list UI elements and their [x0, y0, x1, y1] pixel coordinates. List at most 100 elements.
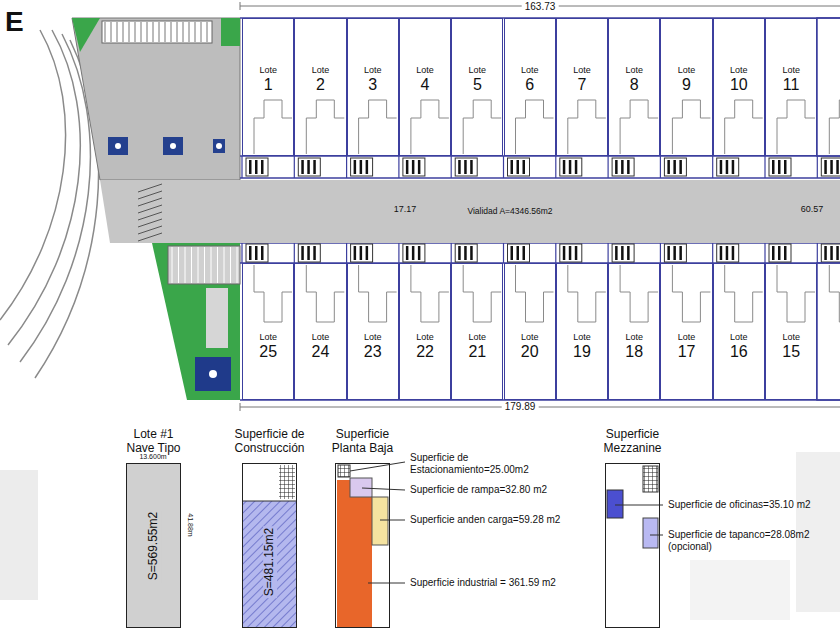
lot-word: Lote [364, 65, 382, 76]
area-value: S=481.15m2 [263, 526, 277, 598]
lot-line [503, 243, 504, 263]
road-band: Vialidad A=4346.56m2 [240, 180, 840, 243]
area-fill [126, 463, 181, 628]
lot-word: Lote [469, 65, 487, 76]
parking-row [102, 21, 212, 43]
building-outline [516, 100, 554, 154]
parking-stall [141, 22, 142, 42]
lot-word: Lote [782, 65, 800, 76]
loading-dock [246, 158, 268, 176]
building-outline [359, 265, 397, 322]
dock-door [569, 246, 572, 260]
dock-door [772, 246, 775, 260]
dock-door [511, 160, 514, 174]
parking-stall [105, 22, 106, 42]
lot-line [241, 156, 242, 178]
lot-word: Lote [469, 332, 487, 343]
leader-line [650, 535, 663, 536]
walkway [206, 288, 228, 348]
lot-number: 2 [316, 76, 325, 94]
lot-parcel: Lote25 [242, 263, 294, 400]
parking-stall [165, 22, 166, 42]
leader-line [368, 583, 405, 584]
lot-parcel: Lote2 [294, 18, 346, 156]
dock-door [772, 160, 775, 174]
lot-parcel-partial [817, 18, 840, 156]
building-outline [568, 100, 606, 154]
loading-dock [612, 158, 634, 176]
diagonal-parking [138, 212, 162, 220]
loading-dock [508, 158, 530, 176]
parking-stall [217, 247, 218, 283]
figure-heading: Lote #1 Nave Tipo [123, 428, 185, 456]
building-outline [516, 265, 554, 322]
green-area [221, 18, 240, 46]
lot-word: Lote [416, 332, 434, 343]
dock-door [406, 246, 409, 260]
dock-door [575, 160, 578, 174]
lot-word: Lote [364, 332, 382, 343]
figure-heading: Superficie Mezzanine [595, 428, 670, 456]
lot-line [555, 156, 556, 178]
lot-word: Lote [625, 65, 643, 76]
dock-door [830, 160, 833, 174]
parking-stall [123, 22, 124, 42]
utility-mark [170, 143, 176, 149]
area-callout: Superficie de rampa=32.80 m2 [410, 484, 580, 496]
parking-stall [117, 22, 118, 42]
dock-door [569, 160, 572, 174]
parking-stall [191, 247, 192, 283]
lot-number: 9 [682, 76, 691, 94]
area-callout: Superficie de Estacionamiento=25.00m2 [410, 452, 560, 475]
lot-line [451, 243, 452, 263]
dock-door [412, 246, 415, 260]
lot-parcel: Lote7 [556, 18, 608, 156]
dimension-label: 17.17 [391, 204, 420, 214]
utility-box [163, 137, 183, 155]
ramp-area [350, 478, 372, 497]
loading-dock [717, 158, 739, 176]
office-area [607, 490, 623, 518]
building-outline [411, 265, 449, 322]
building-outline [672, 265, 710, 322]
lot-number: 6 [525, 76, 534, 94]
dimension-label: 179.89 [502, 401, 539, 413]
lot-word: Lote [730, 65, 748, 76]
lot-word: Lote [625, 332, 643, 343]
dock-door [778, 160, 781, 174]
dock-door [732, 160, 735, 174]
lot-line [241, 243, 242, 263]
dimension-label: 163.73 [522, 1, 559, 13]
dock-door [615, 246, 618, 260]
lot-word: Lote [312, 65, 330, 76]
dock-door [406, 160, 409, 174]
parking-stall [178, 247, 179, 283]
dock-door [732, 246, 735, 260]
dock-area [372, 497, 388, 545]
mezzanine-area: Superficie Mezzanine [605, 463, 660, 628]
parking-stall [201, 22, 202, 42]
lot-number: 10 [730, 76, 748, 94]
lot-line [240, 177, 840, 179]
lot-word: Lote [782, 332, 800, 343]
loading-dock [455, 244, 477, 262]
lot-number: 15 [782, 343, 800, 361]
utility-mark [115, 143, 121, 149]
dimension-tick [240, 2, 241, 10]
parking-stall [211, 247, 212, 283]
building-outline [620, 100, 658, 154]
parking-stall [189, 22, 190, 42]
dock-door [778, 246, 781, 260]
lot-number: 18 [625, 343, 643, 361]
lot-line [712, 156, 713, 178]
lot-line [660, 243, 661, 263]
building-outline [777, 265, 815, 322]
dock-door [249, 246, 252, 260]
dock-door [464, 246, 467, 260]
dock-door [523, 160, 526, 174]
utility-mark [216, 143, 222, 149]
dock-door [621, 246, 624, 260]
lot-number: 4 [421, 76, 430, 94]
lot-word: Lote [678, 65, 696, 76]
dock-door [726, 246, 729, 260]
